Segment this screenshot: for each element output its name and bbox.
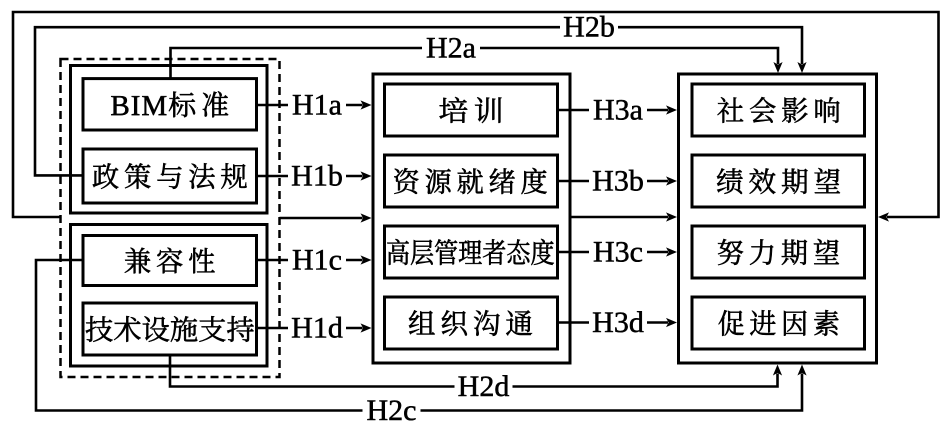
hypothesis-h1b: H1b (288, 159, 346, 193)
connector-dashed-to-right-outer-arrowhead (878, 212, 889, 222)
node-label-glyphs-facilitating-conditions (718, 309, 839, 337)
connector-h3b-arrowhead (666, 176, 677, 186)
hypothesis-h2b: H2b (560, 10, 618, 44)
hypothesis-h3c-mask (589, 239, 647, 265)
connector-h1b-arrowhead (360, 171, 372, 181)
hypothesis-h3d: H3d (589, 306, 647, 339)
node-label-glyphs-tech-support (85, 315, 255, 343)
hypothesis-h2c: H2c (362, 394, 421, 427)
connector-h2c-line (34, 258, 804, 412)
hypothesis-h1b-mask (288, 163, 346, 189)
connector-h2c-arrowhead (797, 364, 807, 376)
hypothesis-label-h1b: H1b (291, 160, 343, 193)
connector-h2b (33, 25, 807, 177)
hypothesis-h2b-mask (560, 14, 618, 40)
node-label-glyphs-effort-expectancy (717, 238, 840, 266)
connector-h2d-arrowhead (772, 364, 783, 376)
node-label-glyphs-compatibility (124, 247, 216, 274)
node-box-social-influence (690, 82, 866, 138)
hypothesis-h3a-mask (589, 97, 647, 123)
box-right-group (677, 72, 878, 365)
hypothesis-label-h2c: H2c (367, 394, 417, 427)
connector-h1c-arrowhead (360, 255, 372, 265)
hypothesis-h2c-mask (362, 398, 421, 423)
hypothesis-label-h1d: H1d (291, 312, 343, 345)
node-label-glyphs-org-communication (408, 309, 533, 337)
connector-h2c (34, 258, 807, 412)
hypothesis-h1d: H1d (288, 311, 346, 345)
hypothesis-h1c: H1c (288, 243, 346, 277)
connector-h3c-arrowhead (666, 247, 677, 257)
box-group-1 (69, 64, 269, 215)
hypothesis-label-h2a: H2a (426, 32, 476, 65)
node-label-glyphs-performance-expectancy (716, 167, 841, 195)
connector-h2b-arrowhead (797, 62, 807, 73)
connector-h1a-arrowhead (360, 100, 372, 110)
connector-dashed-to-middle-arrowhead (360, 213, 372, 223)
node-label-glyphs-training (439, 96, 502, 124)
connector-h3d-arrowhead (666, 317, 677, 328)
node-label-glyphs-management-attitude (386, 238, 555, 266)
hypothesis-h1a-mask (288, 92, 346, 118)
node-effort-expectancy: 努力期望 (690, 224, 866, 280)
box-middle-group (371, 72, 572, 365)
hypothesis-h3d-mask (589, 310, 647, 335)
hypothesis-label-h3b: H3b (592, 165, 644, 198)
hypothesis-label-h1a: H1a (292, 89, 342, 122)
hypothesis-label-h1c: H1c (292, 244, 342, 277)
node-social-influence: 社会影响 (690, 82, 866, 138)
hypothesis-h3b-mask (589, 168, 647, 194)
hypothesis-label-h3d: H3d (592, 306, 644, 339)
hypothesis-h2d: H2d (454, 370, 513, 403)
node-label-glyphs-policy-regulation (92, 162, 248, 190)
node-box-performance-expectancy (690, 153, 866, 209)
connector-dashed-to-right-outer-line (11, 10, 940, 219)
node-facilitating-conditions: 促进因素 (690, 295, 866, 351)
hypothesis-h3b: H3b (589, 164, 647, 198)
node-performance-expectancy: 绩效期望 (690, 153, 866, 209)
hypothesis-h2d-mask (454, 374, 513, 399)
connector-h2b-line (33, 25, 804, 177)
connector-middle-to-right-arrowhead (666, 212, 677, 222)
connector-dashed-to-right-outer (11, 10, 940, 222)
hypothesis-h2a-mask (422, 35, 480, 61)
hypothesis-label-h3c: H3c (593, 236, 643, 269)
node-label-glyphs-resource-readiness (393, 167, 547, 195)
hypothesis-h2a: H2a (422, 31, 480, 65)
connector-h2a-arrowhead (773, 62, 783, 73)
connector-h3a-arrowhead (666, 105, 677, 115)
hypothesis-label-h3a: H3a (593, 94, 643, 127)
hypothesis-label-h2b: H2b (563, 11, 615, 44)
connector-middle-to-right (570, 212, 677, 222)
connector-h1d-arrowhead (360, 323, 372, 333)
hypothesis-h3c: H3c (589, 235, 647, 269)
node-box-facilitating-conditions (690, 295, 866, 351)
node-label-glyphs-social-influence (717, 96, 840, 124)
hypothesis-label-h2d: H2d (458, 370, 510, 403)
connector-dashed-to-middle (279, 213, 372, 223)
hypothesis-h1d-mask (288, 315, 346, 341)
node-box-effort-expectancy (690, 224, 866, 280)
hypothesis-h3a: H3a (589, 93, 647, 127)
hypothesis-h1c-mask (288, 247, 346, 273)
node-label-glyphs-bim-standard (110, 90, 229, 118)
hypothesis-h1a: H1a (288, 88, 346, 122)
